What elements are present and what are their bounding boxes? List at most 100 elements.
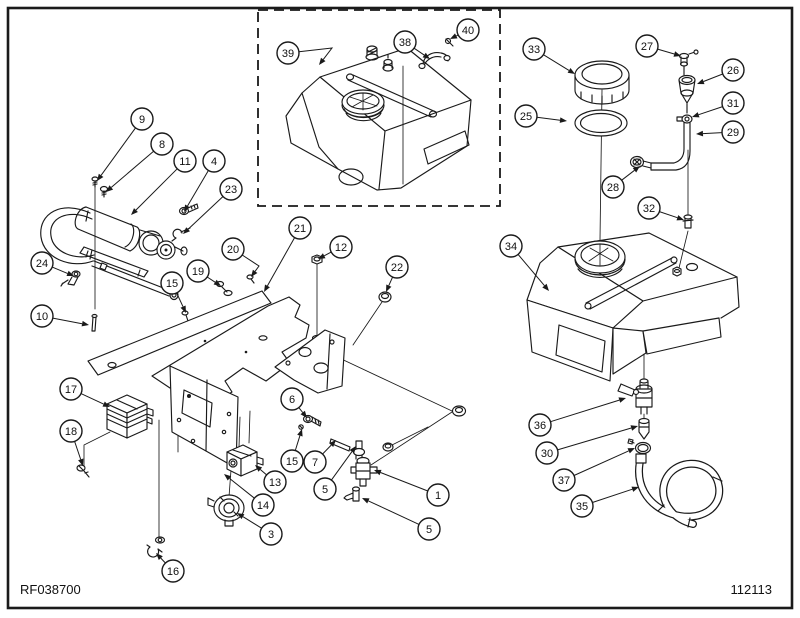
svg-text:18: 18 — [65, 426, 77, 438]
inset-neck-threads — [341, 104, 385, 122]
elbow-31 — [676, 114, 693, 128]
grommet-b-hole — [454, 406, 464, 414]
callout-35: 35 — [570, 486, 639, 518]
inset-tank-front-edge — [378, 130, 386, 190]
bracket-dot — [203, 339, 207, 343]
barb-elbow-6 — [298, 414, 322, 430]
callout-13: 13 — [255, 465, 287, 494]
barb-fitting-4 — [178, 203, 199, 216]
bracket-oval-hole — [313, 362, 329, 374]
inset-reservoir-figure — [257, 9, 501, 207]
bracket-hole — [221, 429, 227, 435]
svg-text:38: 38 — [399, 37, 411, 49]
callout-28: 28 — [601, 166, 640, 199]
screw-18 — [76, 431, 111, 478]
callout-17: 17 — [59, 377, 110, 407]
callout-8: 8 — [106, 132, 174, 192]
inset-dashed-border — [257, 9, 501, 207]
diagram-border — [6, 6, 794, 610]
callout-12: 12 — [318, 235, 353, 259]
callout-21: 21 — [264, 216, 312, 292]
pump-head — [138, 229, 188, 260]
tank-hole — [685, 262, 699, 272]
bracket-rear-bar — [87, 290, 272, 376]
inset-tank-foot — [338, 168, 364, 186]
svg-text:19: 19 — [192, 266, 204, 278]
svg-text:37: 37 — [558, 475, 570, 487]
nut-12 — [311, 254, 323, 342]
hose-29 — [650, 126, 691, 171]
grommet-a-hole — [384, 443, 392, 449]
valve-1 — [350, 456, 378, 487]
callout-11: 11 — [131, 149, 197, 215]
main-tank — [526, 89, 740, 382]
svg-text:17: 17 — [65, 384, 77, 396]
callout-16: 16 — [156, 553, 185, 583]
callout-6: 6 — [280, 387, 307, 418]
drain-hose-35 — [635, 453, 724, 528]
callout-18: 18 — [59, 419, 84, 466]
svg-text:40: 40 — [462, 25, 474, 37]
mounting-bracket — [87, 290, 453, 538]
svg-text:1: 1 — [435, 490, 441, 502]
svg-text:12: 12 — [335, 242, 347, 254]
callout-10: 10 — [30, 304, 89, 328]
inset-tank-body — [285, 47, 472, 191]
pump-outlet-tube — [91, 260, 179, 301]
fitting-32 — [682, 214, 694, 229]
bracket-hole — [107, 361, 117, 369]
callout-26: 26 — [697, 58, 745, 85]
grommet-22 — [352, 291, 392, 346]
svg-text:8: 8 — [159, 139, 165, 151]
inset-slot-end-a — [345, 73, 355, 81]
callout-34: 34 — [499, 234, 549, 291]
svg-text:7: 7 — [312, 457, 318, 469]
check-valve-cube-13 — [226, 444, 264, 477]
callout-14: 14 — [224, 474, 275, 517]
tank-nut-hole — [673, 268, 681, 274]
svg-text:5: 5 — [426, 524, 432, 536]
callout-37: 37 — [552, 448, 635, 492]
svg-text:36: 36 — [534, 420, 546, 432]
callout-38: 38 — [393, 30, 430, 59]
svg-text:4: 4 — [211, 156, 217, 168]
tank-cap — [574, 60, 630, 105]
construction-line — [334, 355, 453, 447]
inset-recess-panel — [423, 130, 470, 165]
elbow-fitting-24 — [60, 270, 81, 287]
svg-text:15: 15 — [286, 456, 298, 468]
svg-text:28: 28 — [607, 182, 619, 194]
inset-vent-cap — [365, 45, 379, 61]
fill-fittings — [629, 49, 699, 269]
pump-motor — [74, 206, 141, 252]
svg-text:5: 5 — [322, 484, 328, 496]
callout-25: 25 — [514, 104, 567, 128]
grommet-projection-line — [370, 411, 453, 466]
inset-slot-end-b — [428, 110, 438, 118]
bracket-hole — [329, 339, 335, 345]
callout-15: 15 — [280, 429, 304, 473]
callout-20: 20 — [221, 237, 260, 277]
callout-4: 4 — [184, 149, 226, 212]
barb-fitting-30 — [638, 417, 650, 440]
svg-text:29: 29 — [727, 127, 739, 139]
callout-40: 40 — [450, 18, 480, 42]
callout-22: 22 — [385, 255, 409, 292]
pump-hose-loop — [40, 207, 95, 265]
svg-text:26: 26 — [727, 65, 739, 77]
svg-text:39: 39 — [282, 48, 294, 60]
tank-slot-end-b — [670, 256, 678, 264]
tank-saddle-notch — [612, 327, 647, 375]
timer-module-17 — [106, 394, 154, 439]
shutoff-valve-36 — [617, 378, 653, 415]
svg-text:13: 13 — [269, 477, 281, 489]
doc-number: RF038700 — [20, 582, 81, 597]
tank-label-recess — [555, 324, 606, 373]
svg-text:20: 20 — [227, 244, 239, 256]
svg-text:24: 24 — [36, 258, 48, 270]
svg-text:16: 16 — [167, 566, 179, 578]
svg-text:32: 32 — [643, 203, 655, 215]
inset-bolt — [444, 37, 454, 47]
